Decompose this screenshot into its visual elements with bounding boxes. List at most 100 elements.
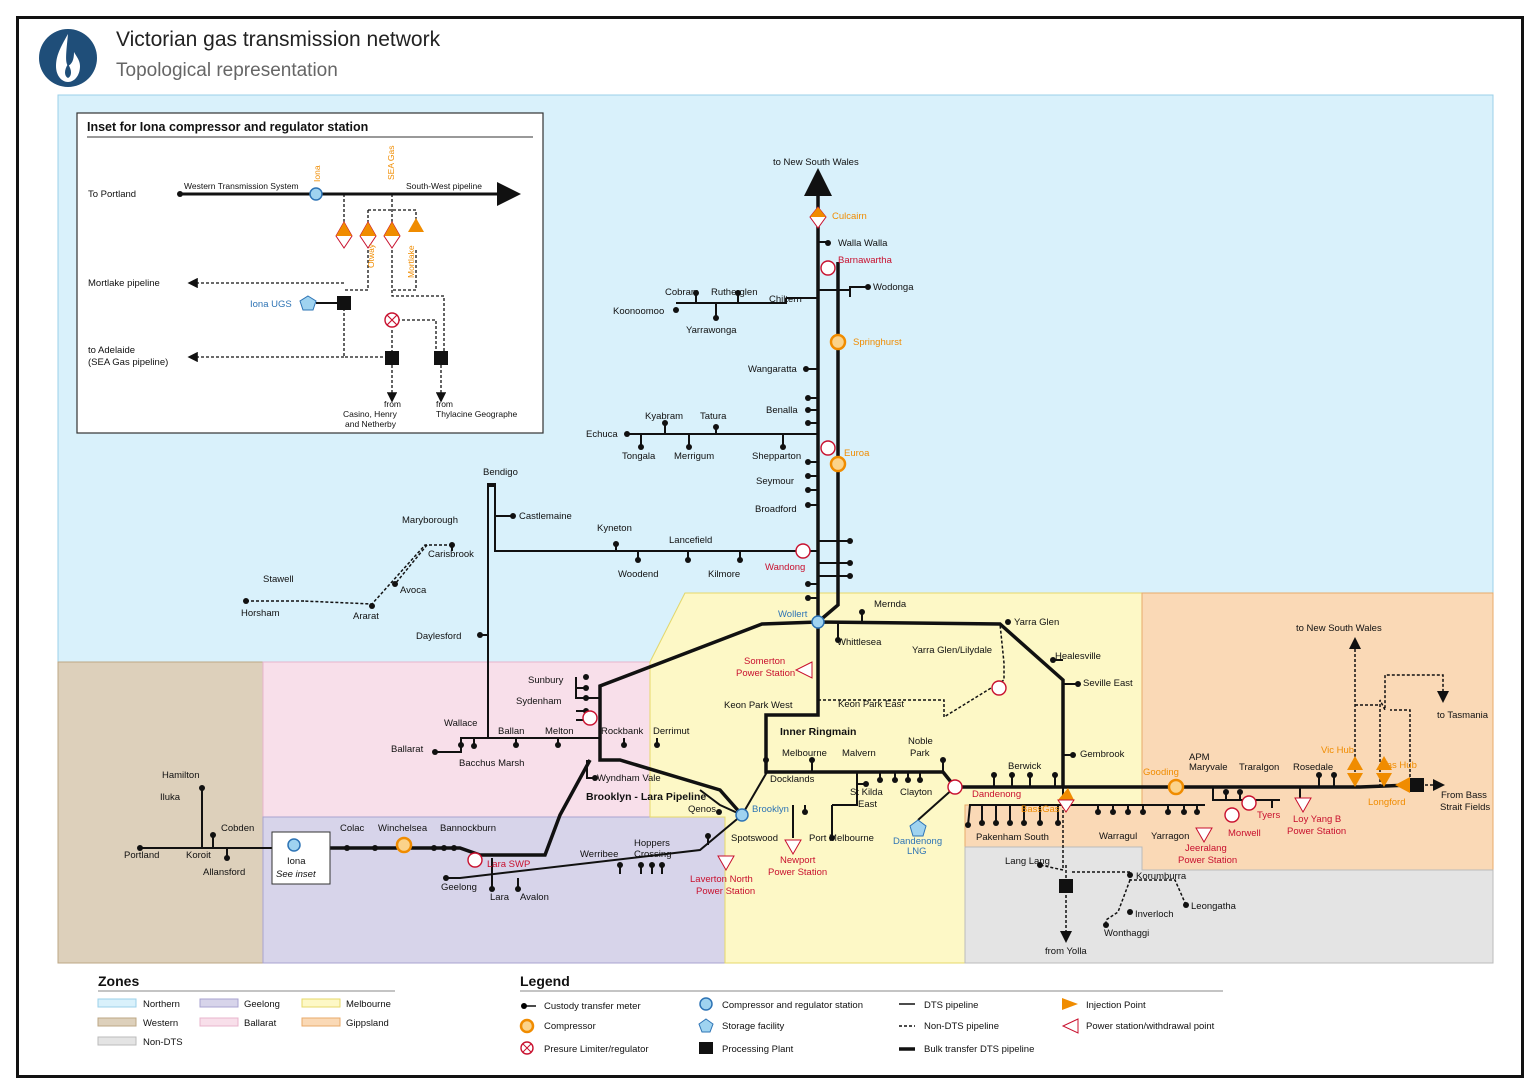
- place-label: APM: [1189, 752, 1210, 763]
- place-label: Traralgon: [1239, 762, 1279, 773]
- barnawartha-limiter-icon: [820, 260, 836, 276]
- inset-processing-plant-icon: [337, 296, 351, 310]
- place-label: Sydenham: [516, 696, 562, 707]
- place-label: Kilmore: [708, 569, 740, 580]
- place-label: Vic Hub: [1321, 745, 1354, 756]
- place-label: Bannockburn: [440, 823, 496, 834]
- place-label: Tatura: [700, 411, 727, 422]
- place-label: Clayton: [900, 787, 932, 798]
- place-label: Wyndham Vale: [597, 773, 661, 784]
- place-label: to Tasmania: [1437, 710, 1489, 721]
- place-label: Carisbrook: [428, 549, 474, 560]
- yarra-glen-limiter-icon: [991, 680, 1007, 696]
- place-label: Qenos: [688, 804, 716, 815]
- place-label: Walla Walla: [838, 238, 888, 249]
- page-title: Victorian gas transmission network: [116, 28, 441, 51]
- svg-text:Casino, Henry: Casino, Henry: [343, 409, 398, 419]
- place-label: to New South Wales: [1296, 623, 1382, 634]
- place-label: Bendigo: [483, 467, 518, 478]
- place-label: Somerton: [744, 656, 785, 667]
- place-label: Werribee: [580, 849, 618, 860]
- tas-hub-injection-icon: [1376, 756, 1392, 770]
- place-label: Malvern: [842, 748, 876, 759]
- place-label: Berwick: [1008, 761, 1042, 772]
- place-label: Bacchus Marsh: [459, 758, 524, 769]
- inset-western-system: Western Transmission System: [184, 181, 299, 191]
- place-label: Culcairn: [832, 211, 867, 222]
- svg-text:Geelong: Geelong: [244, 999, 280, 1010]
- place-label: Kyneton: [597, 523, 632, 534]
- place-label: Derrimut: [653, 726, 690, 737]
- inset-to-adelaide-1: to Adelaide: [88, 345, 135, 356]
- bassgas-injection-icon: [1058, 788, 1074, 800]
- place-label: Echuca: [586, 429, 618, 440]
- place-label: Wodonga: [873, 282, 914, 293]
- place-label: Power Station: [696, 886, 755, 897]
- place-label: Rockbank: [601, 726, 643, 737]
- place-label: St Kilda: [850, 787, 883, 798]
- place-label: Castlemaine: [519, 511, 572, 522]
- place-label: Ararat: [353, 611, 379, 622]
- place-label: Brooklyn: [752, 804, 789, 815]
- svg-text:Non-DTS: Non-DTS: [143, 1037, 183, 1048]
- place-label: Avoca: [400, 585, 427, 596]
- place-label: Dandenong: [893, 836, 942, 847]
- place-label: Broadford: [755, 504, 797, 515]
- place-label: Laverton North: [690, 874, 753, 885]
- inset-title: Inset for Iona compressor and regulator …: [87, 120, 368, 134]
- inset-mortlake-pipeline: Mortlake pipeline: [88, 278, 160, 289]
- zone-western: [57, 661, 264, 964]
- place-label: Colac: [340, 823, 365, 834]
- svg-text:Processing Plant: Processing Plant: [722, 1044, 794, 1055]
- longford-processing-icon: [1410, 778, 1424, 792]
- place-label: Strait Fields: [1440, 802, 1490, 813]
- place-label: Woodend: [618, 569, 659, 580]
- place-label: Rosedale: [1293, 762, 1333, 773]
- place-label: Inverloch: [1135, 909, 1174, 920]
- place-label: Lara SWP: [487, 859, 530, 870]
- place-label: BassGas: [1021, 804, 1060, 815]
- place-label: Warragul: [1099, 831, 1137, 842]
- place-label: Koroit: [186, 850, 211, 861]
- place-label: Yarrawonga: [686, 325, 737, 336]
- svg-text:Compressor: Compressor: [544, 1021, 596, 1032]
- place-label: Seymour: [756, 476, 794, 487]
- inset-south-west: South-West pipeline: [406, 181, 482, 191]
- place-label: Seville East: [1083, 678, 1133, 689]
- place-label: Ballarat: [391, 744, 424, 755]
- page-subtitle: Topological representation: [116, 60, 338, 81]
- svg-text:Legend: Legend: [520, 973, 570, 989]
- place-label: Jeeralang: [1185, 843, 1227, 854]
- place-label: Dandenong: [972, 789, 1021, 800]
- place-label: Yarra Glen/Lilydale: [912, 645, 992, 656]
- place-label: Barnawartha: [838, 255, 893, 266]
- somerton-power-icon: [794, 661, 813, 679]
- svg-text:Northern: Northern: [143, 999, 180, 1010]
- place-label: Wandong: [765, 562, 805, 573]
- place-label: Brooklyn - Lara Pipeline: [586, 791, 706, 803]
- inset-to-portland: To Portland: [88, 189, 136, 200]
- svg-text:Bulk transfer DTS pipeline: Bulk transfer DTS pipeline: [924, 1044, 1034, 1055]
- logo-flame-icon: [39, 29, 97, 87]
- iona-station-icon: [287, 838, 301, 852]
- svg-text:Non-DTS pipeline: Non-DTS pipeline: [924, 1021, 999, 1032]
- svg-text:Storage facility: Storage facility: [722, 1021, 785, 1032]
- place-label: Docklands: [770, 774, 815, 785]
- place-label: Loy Yang B: [1293, 814, 1341, 825]
- place-label: from Yolla: [1045, 946, 1087, 957]
- meters: [137, 240, 1337, 928]
- place-label: Spotswood: [731, 833, 778, 844]
- place-label: Stawell: [263, 574, 294, 585]
- svg-text:Compressor and regulator stati: Compressor and regulator station: [722, 1000, 863, 1011]
- place-label: Euroa: [844, 448, 870, 459]
- place-label: Yarragon: [1151, 831, 1189, 842]
- svg-text:from: from: [384, 399, 401, 409]
- lara-swp-limiter-icon: [467, 852, 483, 868]
- place-label: Benalla: [766, 405, 798, 416]
- place-label: Hamilton: [162, 770, 200, 781]
- place-label: Iona: [287, 856, 306, 867]
- svg-text:Gippsland: Gippsland: [346, 1018, 389, 1029]
- morwell-limiter-icon: [1224, 807, 1240, 823]
- place-label: Port Melbourne: [809, 833, 874, 844]
